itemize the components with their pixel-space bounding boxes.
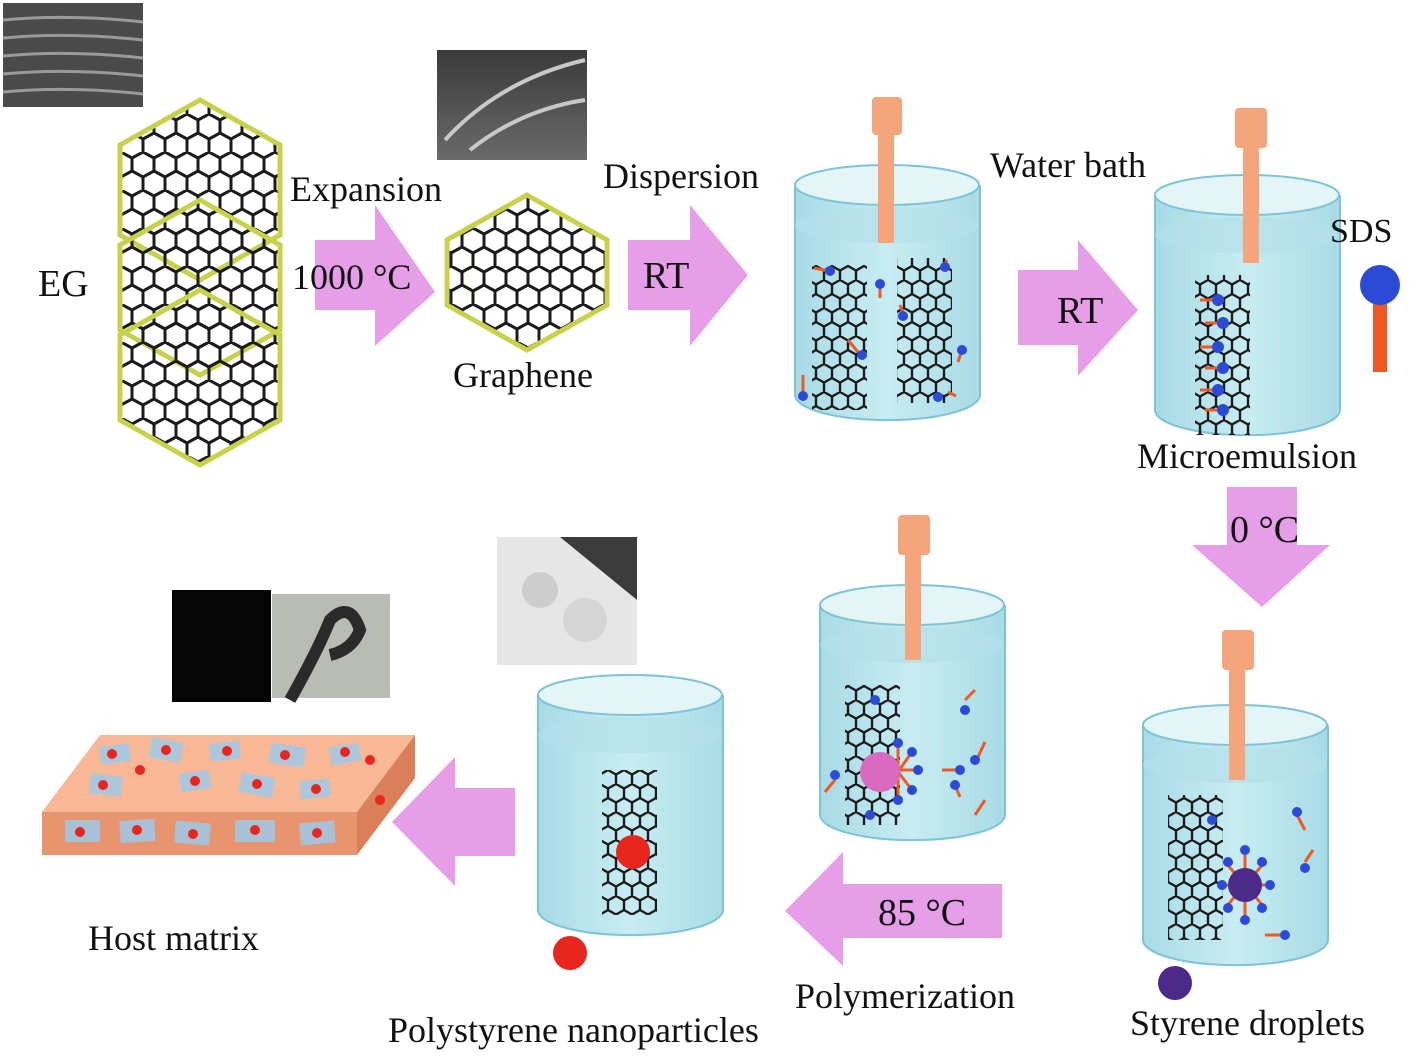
beaker-polymerization: [819, 515, 1006, 842]
label-microemulsion: Microemulsion: [1137, 436, 1357, 476]
sds-molecule-icon: [1360, 265, 1400, 372]
styrene-droplet-icon: [1158, 966, 1192, 1000]
label-eg: EG: [38, 263, 89, 305]
arrow-dispersion: [628, 205, 748, 346]
label-styrene-droplets: Styrene droplets: [1130, 1003, 1365, 1043]
arrow-cooling: [1192, 487, 1330, 607]
polystyrene-particle-icon: [553, 936, 587, 970]
label-polystyrene-nanoparticles: Polystyrene nanoparticles: [388, 1010, 759, 1050]
label-temp-85: 85 °C: [878, 892, 966, 934]
graphene-sheet: [444, 192, 610, 353]
label-temp-1000: 1000 °C: [292, 257, 411, 297]
arrow-water-bath: [1018, 240, 1138, 376]
beaker-dispersion: [794, 97, 981, 422]
film-photo-flexible: [272, 594, 390, 703]
eg-graphene-stack: [117, 97, 283, 468]
arrow-polymerization: [785, 852, 1002, 966]
label-water-bath: Water bath: [990, 145, 1146, 185]
arrow-host: [392, 757, 515, 886]
beaker-microemulsion: [1154, 108, 1341, 437]
host-matrix-slab: [42, 735, 415, 855]
graphene-sem-image: [437, 50, 587, 160]
arrow-expansion: [315, 205, 435, 346]
label-rt-water-bath: RT: [1057, 290, 1103, 332]
label-graphene: Graphene: [453, 355, 593, 395]
polystyrene-tem-image: [497, 537, 637, 665]
label-polymerization: Polymerization: [795, 976, 1015, 1016]
label-dispersion: Dispersion: [603, 156, 759, 196]
label-host-matrix: Host matrix: [88, 918, 259, 958]
label-expansion: Expansion: [290, 169, 442, 209]
beaker-polystyrene: [537, 674, 724, 937]
label-temp-0: 0 °C: [1230, 509, 1299, 551]
label-rt-dispersion: RT: [643, 255, 689, 297]
eg-sem-image: [2, 3, 144, 107]
label-sds: SDS: [1330, 213, 1392, 250]
film-photo-black: [172, 590, 271, 702]
beaker-styrene: [1142, 630, 1329, 967]
